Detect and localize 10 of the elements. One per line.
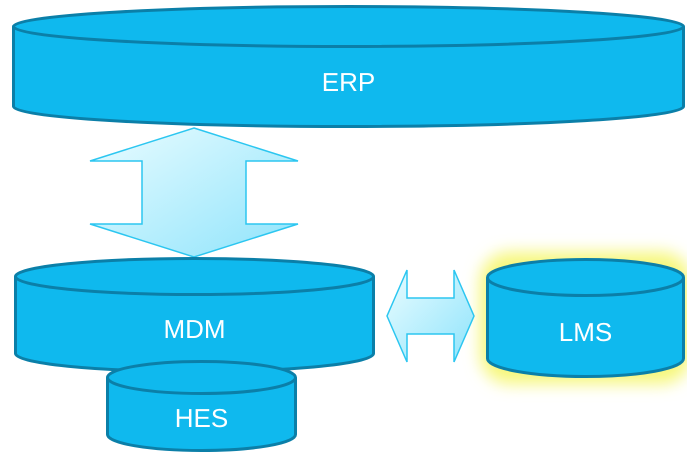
double-block-arrow bbox=[386, 269, 475, 363]
database-cylinder bbox=[12, 5, 685, 128]
cylinder-label: LMS bbox=[558, 318, 612, 344]
cylinder-label: HES bbox=[174, 405, 228, 431]
double-block-arrow bbox=[89, 127, 299, 258]
database-cylinder bbox=[14, 257, 375, 373]
cylinder-label: ERP bbox=[322, 68, 376, 94]
cylinder-label: MDM bbox=[163, 316, 226, 342]
database-cylinder bbox=[486, 258, 685, 378]
database-cylinder bbox=[106, 360, 297, 452]
